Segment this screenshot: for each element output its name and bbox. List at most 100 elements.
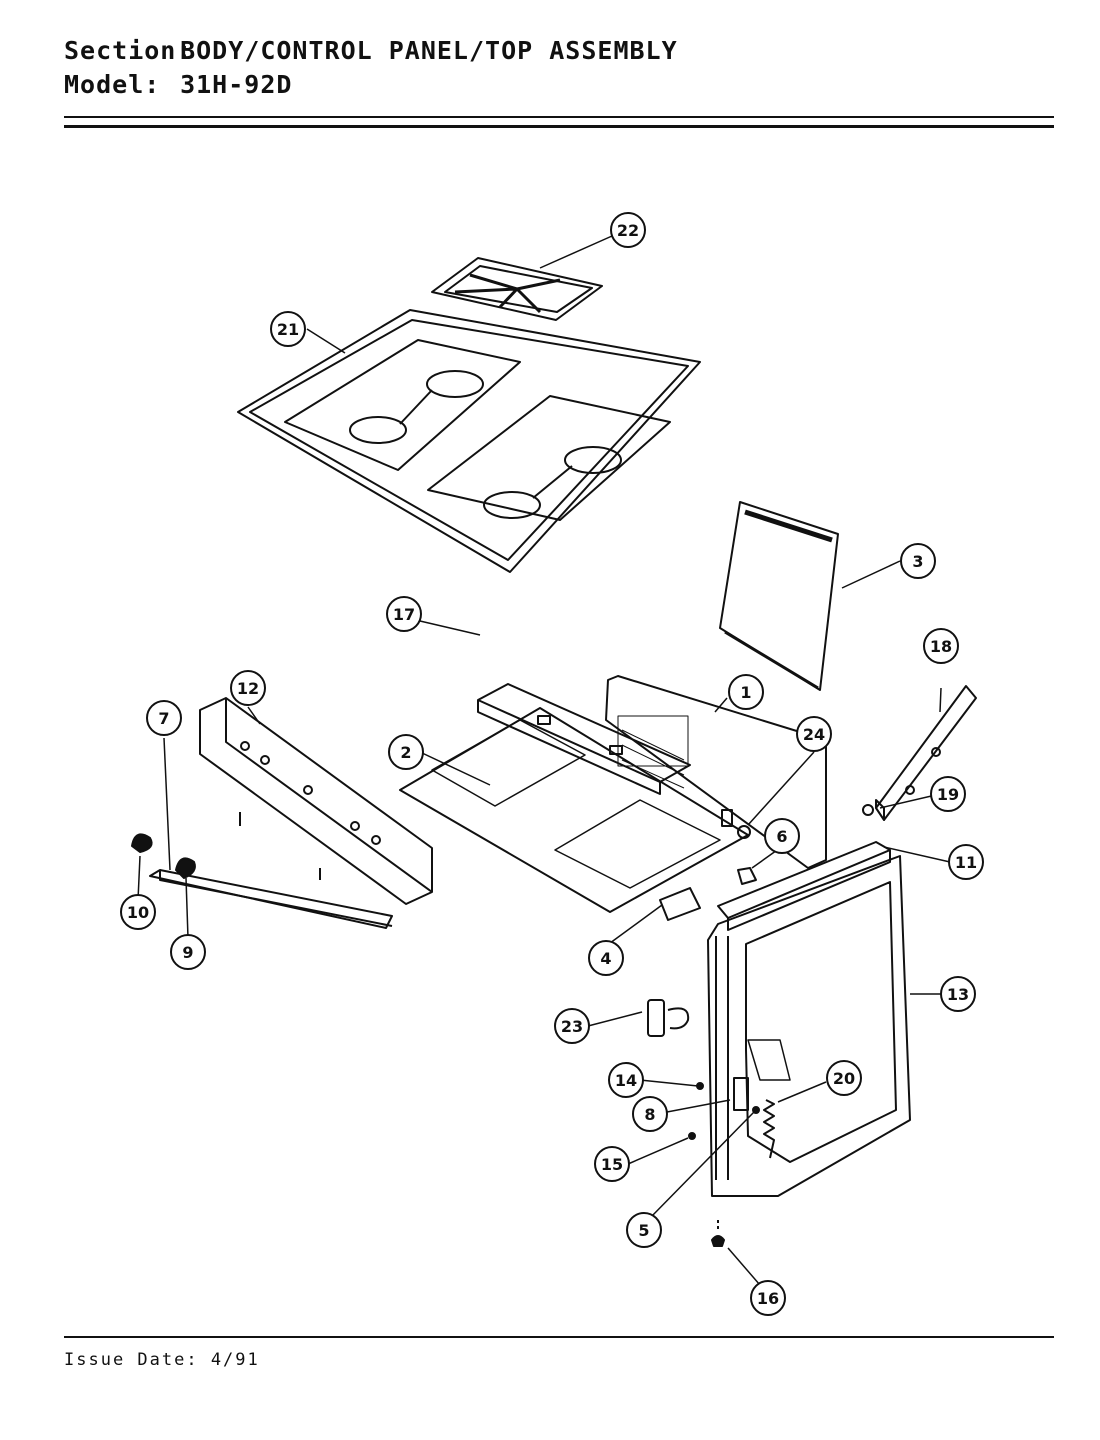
callout-circle [930,776,966,812]
callout-19: 19 [930,776,966,812]
callout-2: 2 [388,734,424,770]
grommet-24 [737,825,751,839]
callout-24: 24 [796,716,832,752]
header-rule-bottom [64,125,1054,128]
burner-grate [431,257,603,321]
callout-number: 13 [947,985,969,1004]
callout-circle [608,1062,644,1098]
callout-number: 21 [277,320,299,339]
knob-9 [175,857,196,879]
callout-8: 8 [632,1096,668,1132]
screw-15 [688,1132,696,1140]
callout-17: 17 [386,596,422,632]
switch-23 [647,999,690,1037]
callout-circle [750,1280,786,1316]
callout-number: 23 [561,1017,583,1036]
callout-circle [626,1212,662,1248]
callout-number: 7 [158,709,169,728]
callout-circle [588,940,624,976]
rear-shield [719,501,839,691]
bracket-8 [733,1077,749,1111]
screw-5 [752,1106,760,1114]
callout-3: 3 [900,543,936,579]
callout-number: 12 [237,679,259,698]
callout-number: 1 [740,683,751,702]
callout-number: 8 [644,1105,655,1124]
section-title: BODY/CONTROL PANEL/TOP ASSEMBLY [180,36,678,65]
callout-5: 5 [626,1212,662,1248]
screw-19 [862,804,874,816]
callout-number: 4 [600,949,611,968]
side-panel [707,855,911,1197]
leveling-leg-16 [711,1235,725,1247]
callout-9: 9 [170,934,206,970]
callout-22: 22 [610,212,646,248]
bottom-panel [399,707,749,913]
rear-brace [477,683,691,795]
callout-6: 6 [764,818,800,854]
callout-number: 19 [937,785,959,804]
callout-number: 11 [955,853,977,872]
callout-circle [940,976,976,1012]
callout-number: 3 [912,552,923,571]
callout-20: 20 [826,1060,862,1096]
callout-circle [388,734,424,770]
manifold-bracket [149,812,393,929]
callout-circle [632,1096,668,1132]
callout-number: 5 [638,1221,649,1240]
footer-rule [64,1336,1054,1338]
top-rail [717,841,891,931]
callout-circle [120,894,156,930]
callout-number: 15 [601,1155,623,1174]
header-rule-top [64,116,1054,118]
callout-number: 10 [127,903,149,922]
callout-13: 13 [940,976,976,1012]
callout-circle [826,1060,862,1096]
callout-10: 10 [120,894,156,930]
callout-circle [796,716,832,752]
callout-circle [923,628,959,664]
clip [721,809,733,827]
callout-15: 15 [594,1146,630,1182]
callout-21: 21 [270,311,306,347]
issue-date: Issue Date: 4/91 [64,1350,260,1370]
callout-circle [948,844,984,880]
callout-circle [728,674,764,710]
callout-circle [230,670,266,706]
callout-circle [594,1146,630,1182]
callout-number: 16 [757,1289,779,1308]
callout-number: 24 [803,725,825,744]
side-bracket [875,685,977,821]
callout-number: 18 [930,637,952,656]
callout-circle [270,311,306,347]
model-label: Model: [64,70,161,99]
callout-number: 6 [776,827,787,846]
callout-circle [146,700,182,736]
callout-circle [170,934,206,970]
callout-number: 2 [400,743,411,762]
callout-18: 18 [923,628,959,664]
callout-circle [610,212,646,248]
control-panel [199,697,433,905]
callout-1: 1 [728,674,764,710]
callout-circle [764,818,800,854]
hinge-bracket [659,887,701,921]
callout-23: 23 [554,1008,590,1044]
callout-number: 17 [393,605,415,624]
callout-4: 4 [588,940,624,976]
callout-16: 16 [750,1280,786,1316]
model-line: Model: 31H-92D [64,70,292,99]
callout-number: 22 [617,221,639,240]
callout-12: 12 [230,670,266,706]
section-line: Section: BODY/CONTROL PANEL/TOP ASSEMBLY [64,36,678,65]
callout-14: 14 [608,1062,644,1098]
callout-circle [554,1008,590,1044]
callout-7: 7 [146,700,182,736]
callout-number: 20 [833,1069,855,1088]
callout-circle [900,543,936,579]
callout-circle [386,596,422,632]
clip-6 [737,867,757,885]
cooktop-top [237,309,701,573]
spring-20 [763,1099,775,1159]
